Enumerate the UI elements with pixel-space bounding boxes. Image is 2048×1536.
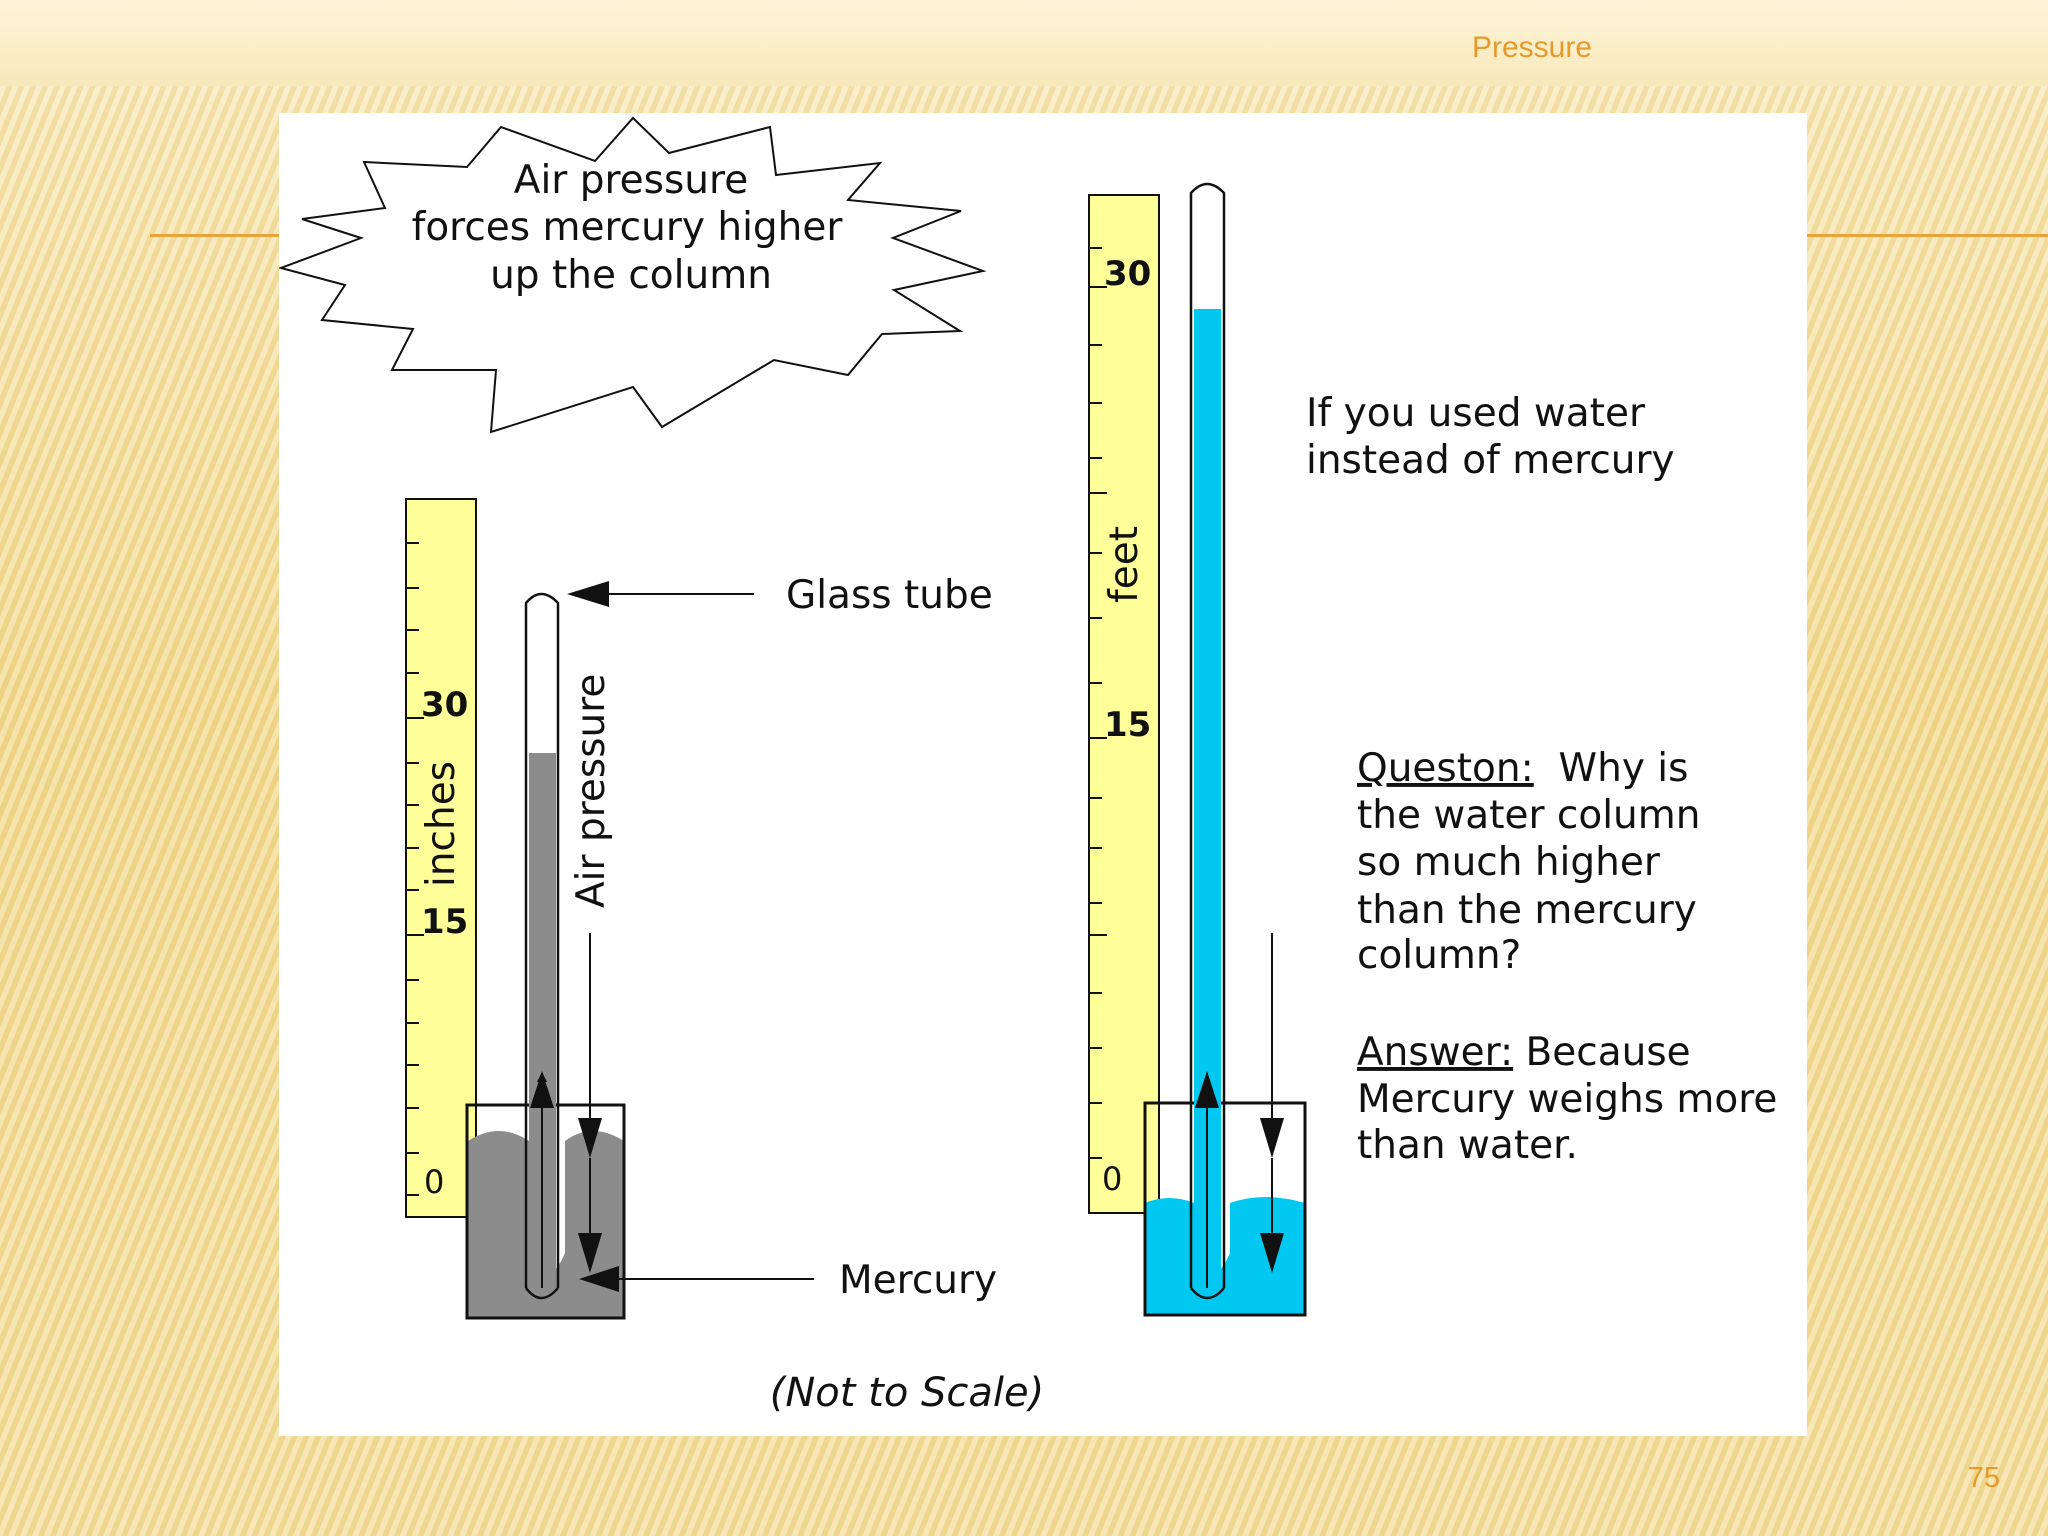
answer-first-line: Answer: Because (1357, 1030, 1691, 1075)
glass-tube-arrow (567, 581, 609, 607)
feet-label: feet (1102, 526, 1147, 603)
water-caption-line-2: instead of mercury (1306, 438, 1675, 483)
answer-first-rest: Because (1513, 1030, 1691, 1075)
glass-tube-label: Glass tube (786, 573, 993, 618)
question-heading: Queston: (1357, 746, 1534, 791)
slide-header-band (0, 0, 2048, 86)
inches-ruler (405, 498, 477, 1218)
feet-tick-15: 15 (1104, 705, 1151, 745)
air-pressure-label: Air pressure (569, 674, 614, 908)
starburst-callout (277, 116, 987, 434)
slide-title: Pressure (1472, 31, 1593, 64)
answer-heading: Answer: (1357, 1030, 1513, 1075)
up-arrow-water (1195, 1071, 1219, 1108)
mercury-label: Mercury (839, 1258, 997, 1303)
mercury-arrow (579, 1266, 619, 1292)
up-arrow-mercury (530, 1071, 554, 1108)
inches-tick-30: 30 (421, 685, 468, 725)
question-line-3: so much higher (1357, 840, 1661, 885)
question-first-rest: Why is (1534, 746, 1689, 791)
answer-line-2: Mercury weighs more (1357, 1077, 1777, 1122)
down-arrow-mercury-1 (578, 1118, 602, 1158)
mercury-pool (468, 1131, 624, 1318)
left-accent-rule (150, 234, 280, 237)
inches-label: inches (419, 761, 464, 887)
down-arrow-water-2 (1260, 1233, 1284, 1273)
tube-bend-left (525, 1287, 559, 1300)
diagram-panel: Air pressure forces mercury higher up th… (277, 113, 1807, 1436)
question-line-4: than the mercury (1357, 888, 1697, 933)
feet-tick-30: 30 (1104, 254, 1151, 294)
water-caption-line-1: If you used water (1306, 391, 1646, 436)
not-to-scale-note: (Not to Scale) (770, 1370, 1045, 1416)
inches-tick-15: 15 (421, 902, 468, 942)
question-line-2: the water column (1357, 793, 1700, 838)
question-first-line: Queston: Why is (1357, 746, 1688, 791)
glass-tube-left (524, 592, 560, 1288)
tube-bend-right (1190, 1287, 1225, 1300)
answer-line-3: than water. (1357, 1123, 1578, 1168)
question-line-5: column? (1357, 933, 1521, 978)
page-number: 75 (1967, 1462, 2000, 1494)
burst-line-1: Air pressure (514, 158, 748, 203)
right-accent-rule (1806, 234, 2048, 237)
down-arrow-water-1 (1260, 1118, 1284, 1158)
burst-line-2: forces mercury higher (412, 205, 844, 250)
water-pool (1145, 1197, 1305, 1315)
feet-ruler (1088, 194, 1160, 1214)
down-arrow-mercury-2 (578, 1233, 602, 1273)
burst-line-3: up the column (490, 253, 772, 298)
glass-tube-right (1189, 182, 1226, 1288)
feet-tick-0: 0 (1102, 1160, 1122, 1198)
barometer-diagram: Air pressure forces mercury higher up th… (277, 116, 1777, 1416)
inches-tick-0: 0 (424, 1163, 444, 1201)
